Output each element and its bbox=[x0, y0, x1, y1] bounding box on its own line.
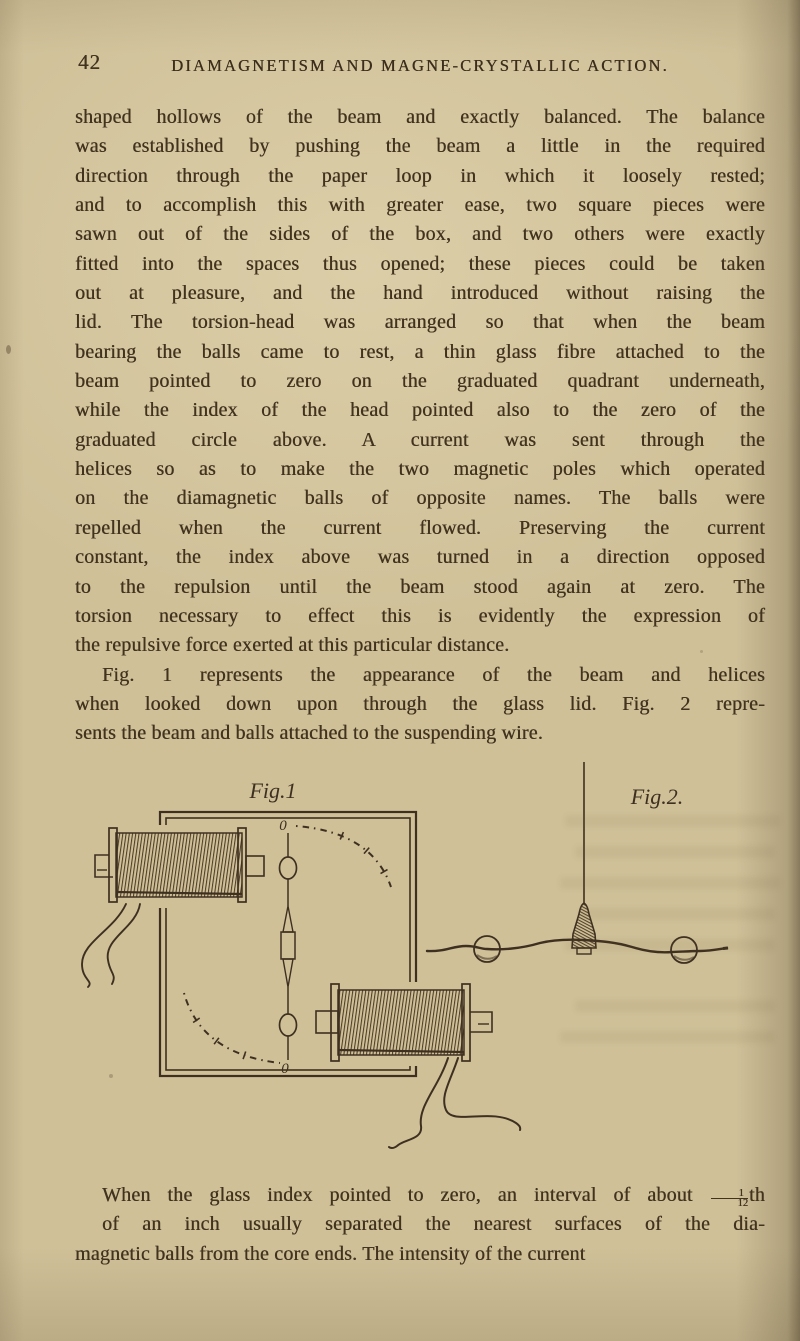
page-speck bbox=[109, 1074, 113, 1078]
page-number: 42 bbox=[78, 50, 101, 74]
text-line: of an inch usually separated the nearest… bbox=[102, 1213, 765, 1236]
coil-flange bbox=[108, 827, 118, 903]
fig2-ball-left bbox=[473, 935, 501, 963]
bleed-through-text bbox=[575, 846, 775, 858]
coil-flange bbox=[330, 983, 340, 1062]
paragraph-2: Fig. 1 represents the appearance of the … bbox=[75, 661, 765, 749]
bleed-through-text bbox=[565, 939, 775, 951]
text-line: constant, the index above was turned in … bbox=[75, 546, 765, 569]
fig1-box bbox=[158, 810, 418, 1078]
figure-svg: Fig.1 Fig.2. 0 bbox=[81, 762, 729, 1149]
fraction-numerator: 1 bbox=[710, 1188, 749, 1199]
fig1-beam-hub bbox=[280, 931, 296, 960]
fig1-coil-top-left-wires bbox=[81, 903, 141, 988]
text-line: fitted into the spaces thus opened; thes… bbox=[75, 252, 765, 275]
paragraph-3: When the glass index pointed to zero, an… bbox=[75, 1181, 765, 1269]
text-line: the repulsive force exerted at this part… bbox=[75, 634, 510, 657]
page-speck bbox=[700, 650, 703, 653]
text-line: bearing the balls came to rest, a thin g… bbox=[75, 340, 765, 363]
text-line: Fig. 1 represents the appearance of the … bbox=[102, 663, 765, 686]
fig1-torsion-beam: 0 0 bbox=[278, 818, 298, 1077]
fig1-zero-bottom-label: 0 bbox=[281, 1061, 289, 1077]
coil-core-end bbox=[245, 855, 265, 877]
text-line: and to accomplish this with greater ease… bbox=[75, 194, 765, 217]
fig2-ball-right bbox=[670, 936, 698, 964]
text-line: helices so as to make the two magnetic p… bbox=[75, 458, 765, 481]
text-line: magnetic balls from the core ends. The i… bbox=[75, 1242, 586, 1265]
text-line: When the glass index pointed to zero, an… bbox=[75, 1181, 765, 1210]
text-line: torsion necessary to effect this is evid… bbox=[75, 604, 765, 627]
running-title: DIAMAGNETISM AND MAGNE-CRYSTALLIC ACTION… bbox=[171, 56, 669, 75]
text-line: was established by pushing the beam a li… bbox=[75, 135, 765, 158]
fig1-ball-top bbox=[278, 856, 298, 880]
text-line: direction through the paper loop in whic… bbox=[75, 164, 765, 187]
coil-core-end bbox=[94, 854, 113, 878]
bottom-text-block: When the glass index pointed to zero, an… bbox=[75, 1181, 765, 1269]
text-line: when looked down upon through the glass … bbox=[75, 692, 765, 715]
fig2-group bbox=[425, 762, 729, 964]
bleed-through-text bbox=[580, 908, 775, 920]
coil-core-end bbox=[315, 1010, 339, 1034]
paragraph-3-rest: of an inch usually separated the nearest… bbox=[75, 1210, 765, 1269]
coil-winding bbox=[337, 989, 465, 1056]
fraction-denominator: 12 bbox=[737, 1198, 749, 1209]
bleed-through-text bbox=[575, 1000, 775, 1012]
coil-flange bbox=[461, 983, 471, 1062]
fig1-label: Fig.1 bbox=[248, 778, 296, 803]
text-line: graduated circle above. A current was se… bbox=[75, 428, 765, 451]
fig1-zero-top-label: 0 bbox=[279, 818, 287, 834]
fig1-scale-arc-top bbox=[295, 825, 392, 888]
paragraph-1: shaped hollows of the beam and exactly b… bbox=[75, 103, 765, 661]
fig1-coil-bottom-right-wires bbox=[388, 1057, 522, 1149]
line-text: When the glass index pointed to zero, an… bbox=[102, 1184, 710, 1206]
text-line: beam pointed to zero on the graduated qu… bbox=[75, 370, 765, 393]
text-line: lid. The torsion-head was arranged so th… bbox=[75, 311, 765, 334]
bleed-through-text bbox=[560, 1031, 775, 1043]
text-line: to the repulsion until the beam stood ag… bbox=[75, 575, 765, 598]
bleed-through-text bbox=[565, 815, 780, 827]
text-line: repelled when the current flowed. Preser… bbox=[75, 516, 765, 539]
page-speck bbox=[6, 345, 11, 354]
main-text-block: shaped hollows of the beam and exactly b… bbox=[75, 103, 765, 749]
figure-illustration: Fig.1 Fig.2. 0 bbox=[0, 758, 800, 1188]
fig2-spindle-foot bbox=[576, 947, 592, 955]
fig1-scale-arc-bottom bbox=[183, 992, 281, 1064]
fig2-label: Fig.2. bbox=[630, 784, 684, 809]
coil-winding bbox=[115, 832, 243, 898]
text-line: sawn out of the sides of the box, and tw… bbox=[75, 223, 765, 246]
line-text: th bbox=[749, 1184, 765, 1206]
coil-core-end bbox=[470, 1011, 493, 1033]
text-line: on the diamagnetic balls of opposite nam… bbox=[75, 487, 765, 510]
text-line: sents the beam and balls attached to the… bbox=[75, 722, 543, 745]
bleed-through-text bbox=[560, 877, 780, 889]
text-line: while the index of the head pointed also… bbox=[75, 399, 765, 422]
fig1-coil-bottom-right bbox=[315, 982, 493, 1066]
fig1-ball-bottom bbox=[278, 1013, 298, 1037]
fig1-coil-top-left bbox=[94, 825, 265, 908]
text-line: out at pleasure, and the hand introduced… bbox=[75, 282, 765, 305]
text-line: shaped hollows of the beam and exactly b… bbox=[75, 106, 765, 128]
